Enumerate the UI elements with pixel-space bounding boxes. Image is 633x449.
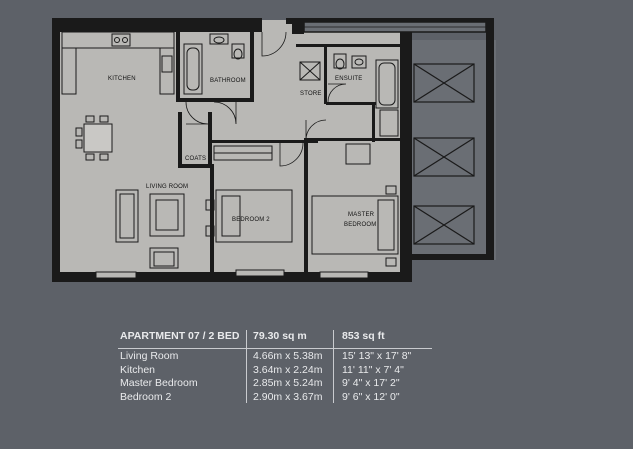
table-row: Kitchen 3.64m x 2.24m 11' 11" x 7' 4": [118, 362, 432, 376]
label-coats: COATS: [185, 156, 206, 162]
exterior-walls: [52, 18, 494, 282]
room-metric: 2.85m x 5.24m: [246, 376, 334, 390]
room-imperial: 9' 6" x 12' 0": [333, 389, 432, 403]
label-kitchen: KITCHEN: [108, 76, 136, 82]
bathroom-fixtures: [183, 33, 245, 95]
room-metric: 4.66m x 5.38m: [246, 348, 334, 363]
room-imperial: 15' 13" x 17' 8": [333, 348, 432, 363]
living-furniture: [115, 189, 185, 269]
label-bedroom-2: BEDROOM 2: [232, 217, 270, 223]
room-metric: 3.64m x 2.24m: [246, 362, 334, 376]
label-master-line1: MASTER: [348, 212, 375, 218]
room-name: Living Room: [120, 350, 179, 362]
bottom-windows: [95, 269, 369, 279]
label-bathroom: BATHROOM: [210, 78, 246, 84]
room-metric: 2.90m x 3.67m: [246, 389, 334, 403]
store-unit: [299, 61, 321, 81]
label-ensuite: ENSUITE: [335, 76, 362, 82]
table-row: Living Room 4.66m x 5.38m 15' 13" x 17' …: [118, 348, 432, 363]
door-swings: [185, 31, 347, 167]
floor-area: [52, 20, 496, 282]
table-row: Bedroom 2 2.90m x 3.67m 9' 6" x 12' 0": [118, 389, 432, 403]
floor-plan: KITCHEN BATHROOM STORE ENSUITE COATS LIV…: [52, 18, 496, 282]
room-schedule-table: APARTMENT 07 / 2 BED 79.30 sq m 853 sq f…: [118, 330, 432, 403]
kitchen-counters: [61, 31, 175, 95]
room-imperial: 11' 11" x 7' 4": [333, 362, 432, 376]
room-name: Bedroom 2: [120, 390, 172, 403]
area-sqm: 79.30 sq m: [246, 330, 334, 349]
table-row: Master Bedroom 2.85m x 5.24m 9' 4" x 17'…: [118, 376, 432, 390]
balcony-planters: [413, 63, 475, 245]
label-store: STORE: [300, 91, 322, 97]
room-imperial: 9' 4" x 17' 2": [333, 376, 432, 390]
dining-table: [75, 115, 113, 161]
ensuite-fixtures: [333, 53, 399, 109]
room-name: Master Bedroom: [120, 377, 198, 389]
wardrobes: [213, 109, 399, 165]
room-name: Kitchen: [120, 363, 156, 376]
label-living-room: LIVING ROOM: [146, 184, 188, 190]
apartment-title: APARTMENT 07 / 2 BED: [118, 330, 247, 349]
label-master-line2: BEDROOM: [344, 222, 376, 228]
area-sqft: 853 sq ft: [333, 330, 432, 349]
schedule-header-row: APARTMENT 07 / 2 BED 79.30 sq m 853 sq f…: [118, 330, 432, 349]
master-bedroom-bed: [311, 185, 399, 267]
bedroom-2-bed: [205, 189, 293, 243]
interior-walls: [176, 30, 404, 274]
room-labels: KITCHEN BATHROOM STORE ENSUITE COATS LIV…: [108, 76, 376, 228]
top-window-strip: [303, 21, 487, 33]
